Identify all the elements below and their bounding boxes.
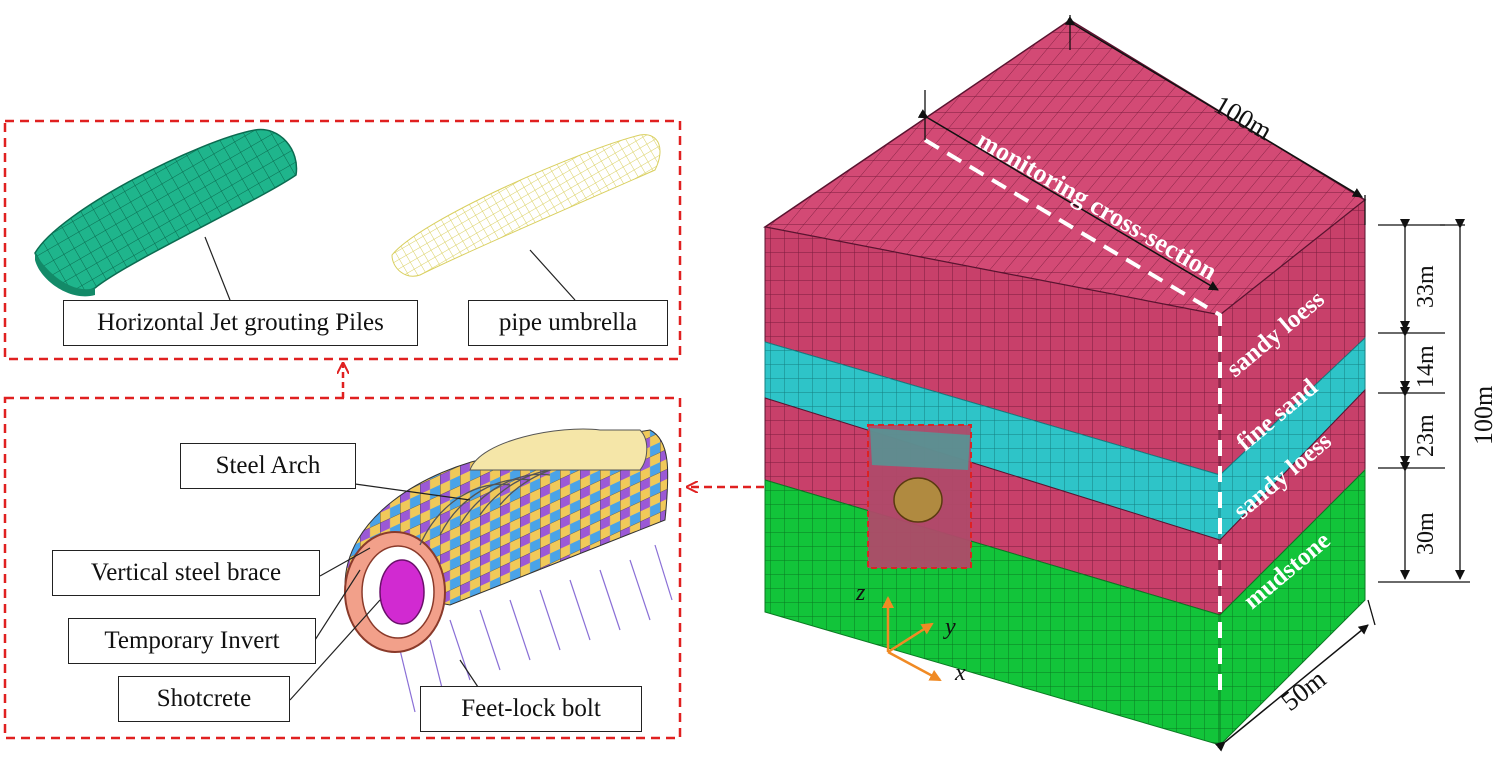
axis-x-label: x [954, 660, 966, 686]
soil-model-block [763, 19, 1367, 747]
pipe-leader-line [529, 249, 576, 301]
top-callout-frame [3, 119, 682, 361]
monitoring-dimension [917, 90, 1219, 291]
thickness-14m: 14m [1413, 345, 1439, 388]
coordinate-axes [882, 596, 942, 682]
thickness-33m: 33m [1413, 265, 1439, 308]
bottom-dimension [1214, 599, 1376, 752]
axis-z-label: z [855, 580, 866, 606]
thickness-23m: 23m [1413, 414, 1439, 457]
label-shotcrete: Shotcrete [118, 676, 290, 722]
lining-leader-lines [289, 483, 481, 701]
right-dim-label: 100m [1469, 386, 1498, 445]
layer-dimensions [1378, 219, 1470, 583]
label-vertical-steel-brace: Vertical steel brace [52, 550, 320, 596]
label-pipe-umbrella: pipe umbrella [468, 300, 668, 346]
axis-y-label: y [943, 614, 956, 640]
jet-grouting-piles-graphic [34, 128, 298, 297]
label-jet-grouting-piles: Horizontal Jet grouting Piles [63, 300, 418, 346]
jet-leader-line [204, 236, 231, 301]
tunnel-lining-graphic [344, 428, 673, 713]
thickness-30m: 30m [1413, 512, 1439, 555]
pipe-umbrella-graphic [391, 134, 661, 277]
label-feet-lock-bolt: Feet-lock bolt [420, 686, 642, 732]
label-temporary-invert: Temporary Invert [68, 618, 316, 664]
label-steel-arch: Steel Arch [180, 443, 356, 489]
